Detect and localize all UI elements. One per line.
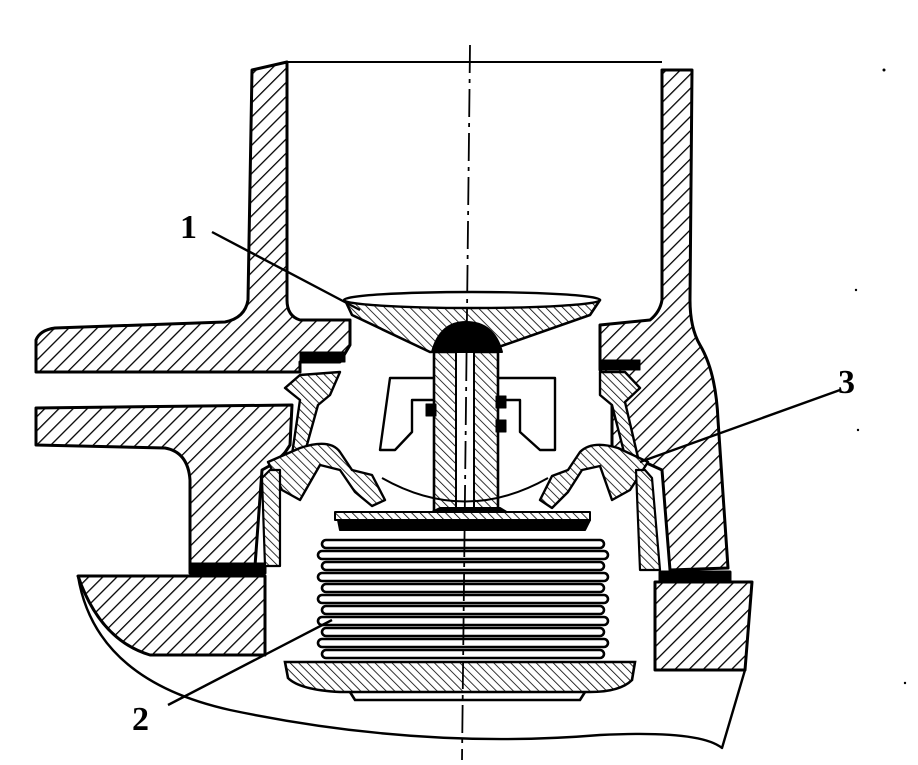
bellows-fold xyxy=(316,571,610,583)
gasket-right xyxy=(658,570,732,583)
callout-2: 2 xyxy=(132,701,149,738)
scan-speck xyxy=(854,288,858,292)
center-axis-line xyxy=(461,44,471,761)
seat-gasket-left xyxy=(299,351,346,363)
guide-bridge xyxy=(378,376,557,452)
leader-line-2 xyxy=(167,618,333,707)
bellows-cap xyxy=(283,660,637,694)
seat-frame-right xyxy=(598,370,642,470)
bellows-fold xyxy=(320,538,606,550)
rod-clip-right xyxy=(495,395,507,409)
scan-speck xyxy=(903,681,907,685)
bellows xyxy=(283,538,637,702)
scan-speck xyxy=(882,68,886,72)
bellows-cup-right-wall xyxy=(634,468,662,572)
bellows-fold xyxy=(320,560,606,572)
thermostat-assembly xyxy=(260,290,662,572)
scan-speck xyxy=(856,428,860,432)
lower-housing xyxy=(76,562,754,750)
seat-gasket-right xyxy=(599,359,641,371)
leader-line-3 xyxy=(639,388,841,464)
rod-clip-right-lower xyxy=(495,419,507,433)
upper-housing-left-wall xyxy=(34,60,352,374)
rod-clip-left xyxy=(425,403,437,417)
block-outline xyxy=(76,575,747,750)
lower-housing-left xyxy=(76,574,267,657)
secondary-valve-left xyxy=(266,442,387,508)
secondary-valve-right xyxy=(538,443,650,510)
leader-line-1 xyxy=(211,230,361,312)
main-valve-top xyxy=(342,290,602,310)
gasket-left xyxy=(188,562,267,575)
bellows-cup-left-wall xyxy=(260,468,282,568)
seat-frame-left xyxy=(283,370,342,472)
callout-3: 3 xyxy=(838,364,855,401)
bellows-flange-plate xyxy=(334,511,591,521)
lower-housing-right xyxy=(653,580,754,672)
bellows-fold xyxy=(316,549,610,561)
bellows-cap-base xyxy=(348,691,587,702)
side-branch-lower xyxy=(34,403,294,568)
leader-lines xyxy=(167,230,841,707)
callout-1: 1 xyxy=(180,209,197,246)
